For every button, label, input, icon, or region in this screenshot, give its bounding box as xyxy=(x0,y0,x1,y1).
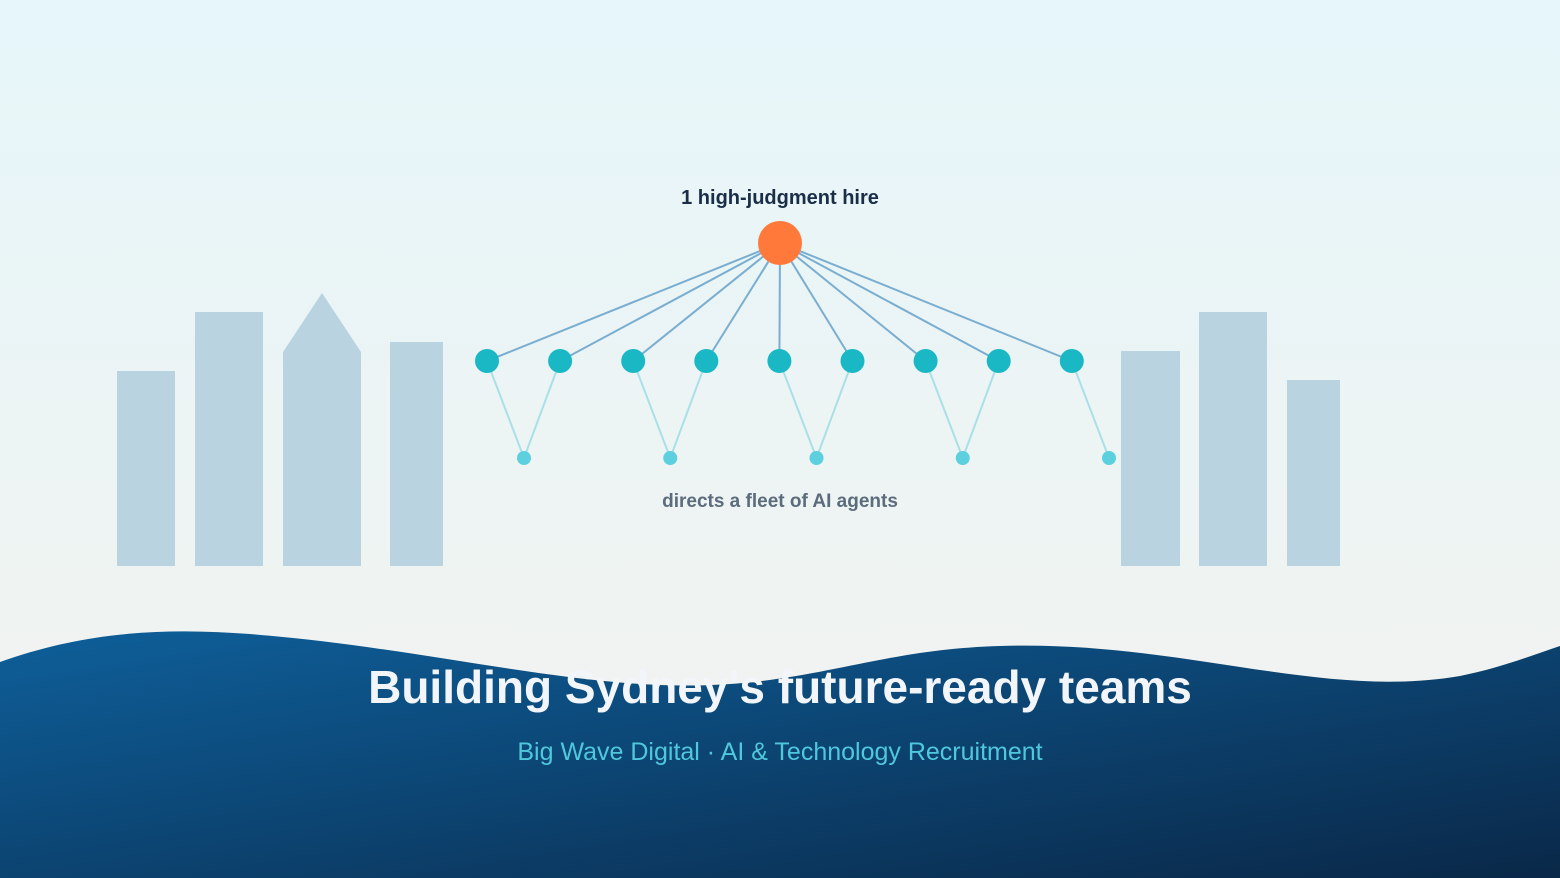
agent-node xyxy=(913,349,938,373)
building xyxy=(1199,312,1267,566)
hire-to-agent-link xyxy=(779,242,1000,362)
hire-node xyxy=(758,221,802,265)
hire-to-agent-link xyxy=(705,242,781,362)
agent-node xyxy=(548,349,573,373)
hire-to-agent-link xyxy=(486,242,781,362)
hire-to-agent-link xyxy=(632,242,781,362)
left-skyline xyxy=(117,293,443,566)
sub-agent-node xyxy=(955,451,970,465)
hire-to-agent-link xyxy=(779,242,854,362)
agent-to-sub-agent-link xyxy=(778,360,818,459)
hire-label: 1 high-judgment hire xyxy=(681,187,879,209)
agent-to-sub-agent-link xyxy=(1070,360,1110,459)
sub-agent-node xyxy=(663,451,678,465)
secondary-links xyxy=(486,360,1110,459)
agent-node xyxy=(621,349,646,373)
right-skyline xyxy=(1121,312,1340,566)
agent-node xyxy=(694,349,719,373)
hero-title: Building Sydney's future-ready teams xyxy=(368,661,1192,713)
building xyxy=(195,312,263,566)
hero-subtitle: Big Wave Digital · AI & Technology Recru… xyxy=(517,738,1042,766)
agent-to-sub-agent-link xyxy=(486,360,525,459)
agent-to-sub-agent-link xyxy=(632,360,672,459)
agent-to-sub-agent-link xyxy=(523,360,562,459)
agent-node xyxy=(840,349,865,373)
building xyxy=(1287,380,1340,566)
fleet-label: directs a fleet of AI agents xyxy=(662,491,898,512)
sub-agent-node xyxy=(809,451,824,465)
sub-agent-node xyxy=(1102,451,1116,465)
hire-to-agent-link xyxy=(779,242,1073,362)
hire-to-agent-link xyxy=(559,242,781,362)
building-spire xyxy=(283,293,361,566)
agent-node xyxy=(475,349,499,373)
agent-to-sub-agent-link xyxy=(669,360,708,459)
agent-node xyxy=(767,349,792,373)
agent-node xyxy=(1059,349,1084,373)
primary-links xyxy=(486,242,1073,362)
hire-to-agent-link xyxy=(779,242,927,362)
building xyxy=(390,342,443,566)
agent-to-sub-agent-link xyxy=(961,360,1000,459)
agent-to-sub-agent-link xyxy=(924,360,964,459)
agent-to-sub-agent-link xyxy=(815,360,854,459)
sub-agent-node xyxy=(517,451,531,465)
sub-agent-nodes xyxy=(517,451,1116,465)
wave-band xyxy=(0,631,1560,878)
building xyxy=(117,371,175,566)
agent-node xyxy=(986,349,1011,373)
building xyxy=(1121,351,1180,566)
agent-nodes xyxy=(475,349,1084,373)
